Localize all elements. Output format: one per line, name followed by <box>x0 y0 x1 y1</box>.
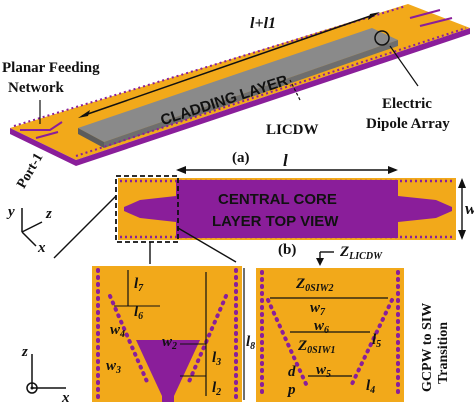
side-label-1: GCPW to SIW <box>420 303 435 392</box>
via-row-bottom <box>75 27 467 157</box>
br-l5: l5 <box>372 332 381 350</box>
axis3d-x: x <box>37 240 46 256</box>
zoom-arrow-3 <box>177 227 237 263</box>
axis2d-z: z <box>21 344 28 360</box>
br-z0siw1: Z0SIW1 <box>297 338 336 356</box>
bl-l7: l7 <box>134 276 144 294</box>
cladding-front <box>104 40 398 148</box>
br-z0siw2: Z0SIW2 <box>295 276 334 294</box>
feeding-label-1: Planar Feeding <box>2 60 100 76</box>
length-label-top: l+l1 <box>250 15 276 32</box>
dipole-array-right <box>409 9 453 27</box>
panel-b-top-view: l w CENTRAL CORE LAYER TOP VIEW (b) ZLIC… <box>53 151 474 266</box>
bottom-right-zoom: Z0SIW2 w7 w6 Z0SIW1 l5 d p w5 l4 <box>256 268 404 402</box>
br-substrate <box>256 268 404 402</box>
length-arrow-head-right <box>368 12 380 20</box>
cladding-top <box>78 28 398 142</box>
bl-l6: l6 <box>134 304 143 322</box>
axes-3d: y z x <box>6 204 52 256</box>
axes-2d: z x <box>21 344 70 405</box>
licdw-label: LICDW <box>266 122 319 138</box>
substrate-purple-edge <box>10 128 76 166</box>
cladding-left <box>78 128 104 148</box>
br-d: d <box>288 364 296 380</box>
side-label-2: Transition <box>436 322 451 384</box>
feeding-label-2: Network <box>8 80 64 96</box>
dipole-label-2: Dipole Array <box>366 116 450 132</box>
axis3d-y: y <box>6 204 15 220</box>
w-label: w <box>465 199 474 218</box>
dipole-label-1: Electric <box>382 96 432 112</box>
zlicdw-label: ZLICDW <box>339 244 383 262</box>
topview-core <box>176 180 398 238</box>
bl-taper <box>136 340 200 396</box>
panel-b-label: (b) <box>278 242 296 258</box>
length-arrow-head-left <box>78 110 90 118</box>
bl-l8: l8 <box>246 334 255 352</box>
dipole-leader <box>389 45 419 87</box>
axis3d-z: z <box>45 206 52 222</box>
bl-l2: l2 <box>212 380 221 398</box>
feeding-network-left <box>20 121 63 139</box>
licdw-leader <box>289 79 301 101</box>
panel-a-label: (a) <box>232 150 250 166</box>
panel-a-3d-view: l+l1 CLADDING LAYER Planar Feeding Netwo… <box>2 4 470 191</box>
bottom-left-zoom: l7 l6 w4 w2 w3 l3 l2 l8 <box>92 266 255 402</box>
axis2d-x: x <box>61 390 70 405</box>
port-label: Port-1 <box>14 151 46 191</box>
l-label: l <box>283 151 288 170</box>
substrate-purple-side <box>76 28 470 166</box>
topview-taper-right <box>398 196 452 222</box>
length-arrow <box>81 13 377 117</box>
br-p: p <box>286 382 296 398</box>
zoom-arrow-1 <box>53 195 117 259</box>
br-l4: l4 <box>366 378 375 396</box>
topview-taper-left <box>124 196 176 222</box>
dipole-circle-highlight <box>374 30 390 46</box>
bl-l3: l3 <box>212 350 221 368</box>
core-label-2: LAYER TOP VIEW <box>212 213 339 230</box>
core-label-1: CENTRAL CORE <box>218 191 337 208</box>
side-label: GCPW to SIW Transition <box>420 303 451 392</box>
